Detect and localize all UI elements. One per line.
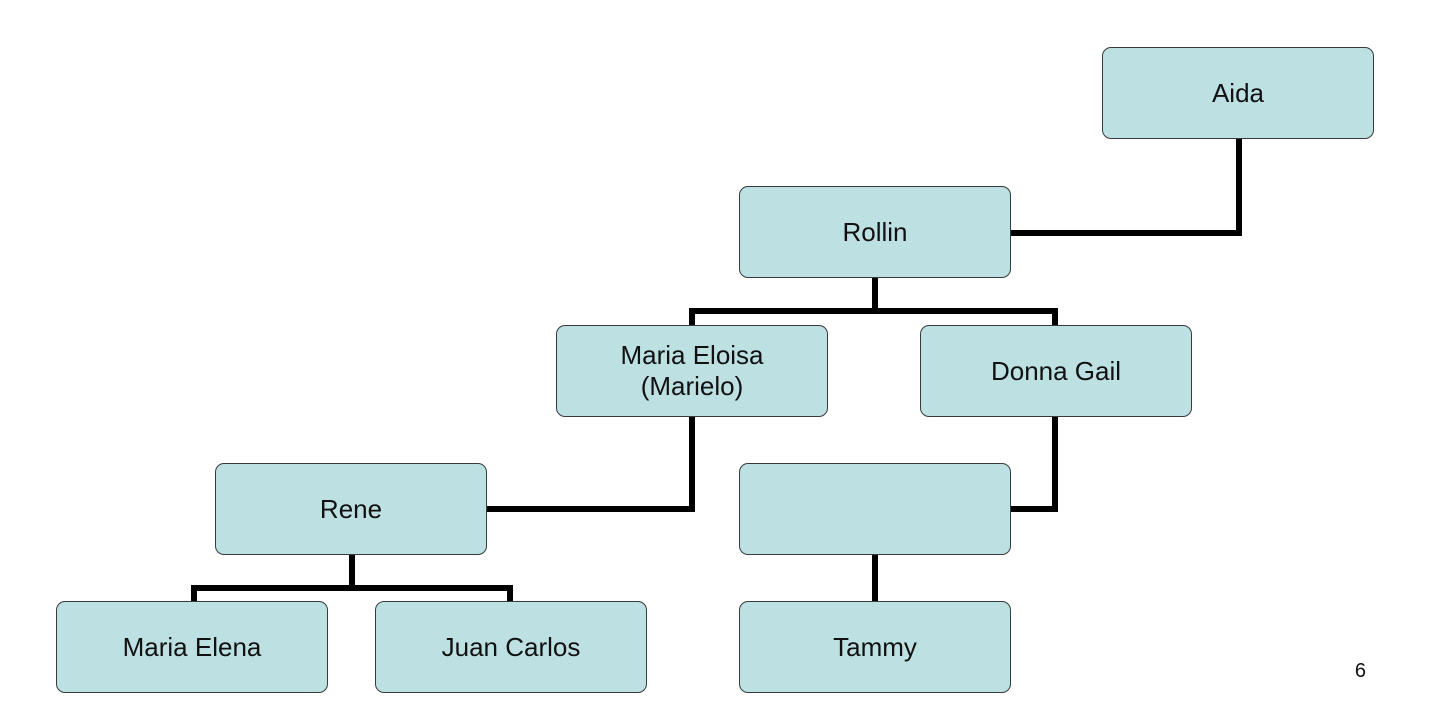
connector-donna-unlabeled (1009, 414, 1058, 512)
node-maria-eloisa: Maria Eloisa (Marielo) (556, 325, 828, 417)
node-aida: Aida (1102, 47, 1374, 139)
node-rollin: Rollin (739, 186, 1011, 278)
node-rene: Rene (215, 463, 487, 555)
connector-aida-rollin (1009, 137, 1242, 236)
node-maria-elena: Maria Elena (56, 601, 328, 693)
node-tammy: Tammy (739, 601, 1011, 693)
slide-number: 6 (1354, 660, 1366, 682)
connector-eloisa-rene (485, 414, 695, 512)
node-juan-carlos: Juan Carlos (375, 601, 647, 693)
node-unlabeled (739, 463, 1011, 555)
node-donna-gail: Donna Gail (920, 325, 1192, 417)
